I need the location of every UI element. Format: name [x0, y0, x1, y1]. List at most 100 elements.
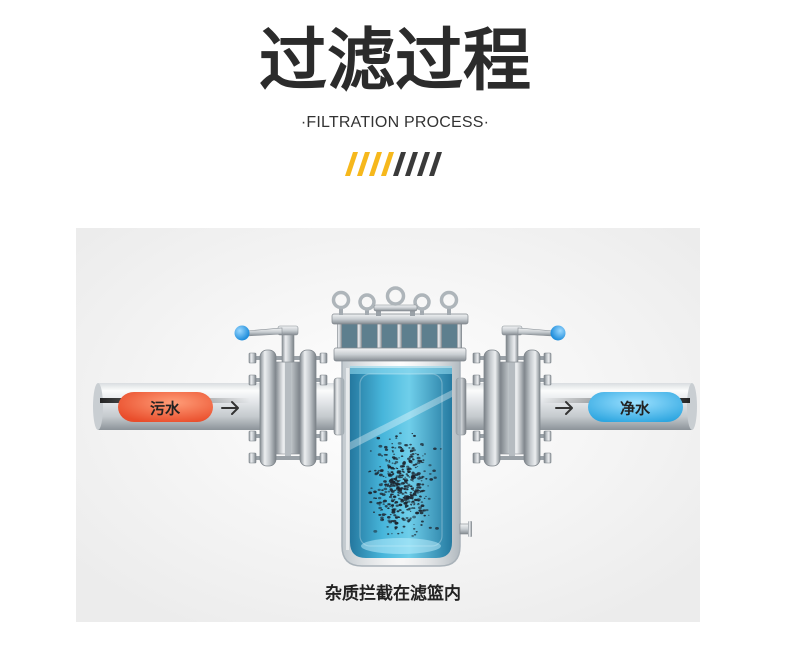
- impurity-particle: [412, 528, 416, 530]
- impurity-particle: [383, 453, 387, 456]
- impurity-particle: [395, 467, 398, 469]
- impurity-particle: [407, 457, 411, 461]
- impurity-particle: [420, 501, 424, 503]
- impurity-particle: [410, 494, 413, 497]
- impurity-particle: [394, 515, 399, 519]
- cover-lower-plate: [333, 347, 467, 362]
- swing-bolt: [357, 316, 362, 358]
- impurity-particle: [424, 453, 426, 455]
- impurity-particle: [417, 503, 420, 504]
- page-subtitle: ·FILTRATION PROCESS·: [300, 114, 490, 131]
- impurity-particle: [409, 443, 412, 446]
- impurity-particle: [397, 490, 399, 492]
- impurity-particle: [378, 496, 382, 500]
- impurity-particle: [419, 511, 424, 515]
- impurity-particle: [402, 525, 406, 528]
- impurity-particle: [407, 470, 410, 472]
- lifting-ring: [413, 293, 431, 311]
- impurity-particle: [407, 483, 411, 486]
- impurity-particle: [415, 531, 418, 533]
- impurity-particle: [391, 500, 394, 503]
- impurity-particle: [433, 447, 437, 451]
- inlet-pipe-end: [93, 383, 103, 430]
- impurity-particle: [418, 489, 421, 492]
- impurity-particle: [373, 530, 378, 533]
- impurity-particle: [411, 471, 415, 474]
- impurity-particle: [410, 460, 413, 462]
- impurity-particle: [387, 485, 389, 488]
- impurity-particle: [401, 492, 405, 495]
- impurity-particle: [422, 459, 425, 461]
- impurity-particle: [392, 481, 397, 485]
- impurity-particle: [406, 465, 410, 468]
- impurity-particle: [403, 484, 408, 488]
- impurity-particle: [395, 504, 399, 507]
- impurity-particle: [407, 508, 411, 510]
- impurity-particle: [368, 491, 373, 495]
- cover-bracket: [373, 304, 418, 312]
- impurity-particle: [369, 450, 372, 452]
- impurity-particle: [435, 527, 439, 530]
- stripe-yellow: [345, 152, 358, 176]
- impurity-particle: [393, 462, 397, 465]
- stripe-dark: [405, 152, 418, 176]
- impurity-particle: [415, 511, 420, 515]
- impurity-particle: [388, 461, 391, 463]
- impurity-particle: [419, 491, 421, 493]
- impurity-particle: [398, 489, 403, 493]
- impurity-particle: [395, 437, 398, 439]
- impurity-particle: [401, 465, 405, 468]
- impurity-particle: [383, 487, 388, 491]
- impurity-particle: [387, 533, 390, 535]
- impurity-particle: [385, 476, 387, 478]
- eye-bolt-stem: [339, 307, 343, 315]
- impurity-particle: [386, 516, 391, 519]
- impurity-particle: [419, 476, 423, 480]
- impurity-particle: [385, 481, 387, 483]
- impurity-particle: [421, 477, 424, 479]
- impurity-particle: [384, 490, 388, 494]
- impurity-particle: [377, 453, 382, 456]
- impurity-particle: [378, 506, 382, 510]
- impurity-particle: [380, 516, 384, 519]
- impurity-particle: [384, 483, 388, 486]
- impurity-particle: [423, 514, 426, 517]
- impurity-particle: [423, 489, 426, 492]
- impurity-particle: [369, 501, 373, 504]
- impurity-particle: [414, 452, 417, 455]
- impurity-particle: [379, 492, 384, 496]
- lifting-ring: [439, 290, 459, 310]
- impurity-particle: [425, 495, 427, 497]
- impurity-particle: [413, 524, 415, 526]
- impurity-particle: [400, 491, 403, 494]
- impurity-particle: [391, 506, 394, 508]
- impurity-particle: [418, 475, 421, 478]
- impurity-particle: [400, 449, 405, 452]
- impurity-particle: [388, 503, 391, 505]
- impurity-particle: [395, 476, 398, 478]
- impurity-particle: [409, 455, 413, 458]
- impurity-particle: [423, 470, 426, 473]
- impurity-particle: [414, 494, 417, 497]
- impurity-particle: [406, 474, 410, 477]
- impurity-particle: [404, 501, 408, 504]
- impurity-particle: [412, 489, 415, 492]
- filter-cover: [331, 286, 469, 362]
- impurity-particle: [369, 470, 372, 473]
- impurity-particle: [416, 485, 419, 487]
- impurity-particle: [384, 513, 387, 515]
- impurity-particle: [391, 533, 393, 535]
- impurity-particle: [385, 458, 387, 460]
- impurity-particle: [378, 501, 382, 504]
- impurity-particle: [414, 466, 417, 469]
- impurity-particle: [390, 504, 393, 507]
- glass-highlight: [346, 368, 349, 550]
- impurity-particle: [405, 517, 409, 519]
- impurity-particle: [407, 500, 411, 503]
- impurity-particle: [407, 520, 411, 522]
- impurity-particle: [409, 517, 412, 520]
- impurity-particle: [421, 461, 423, 464]
- stripe-dark: [393, 152, 406, 176]
- impurity-particle: [382, 501, 385, 503]
- impurity-particle: [425, 509, 429, 512]
